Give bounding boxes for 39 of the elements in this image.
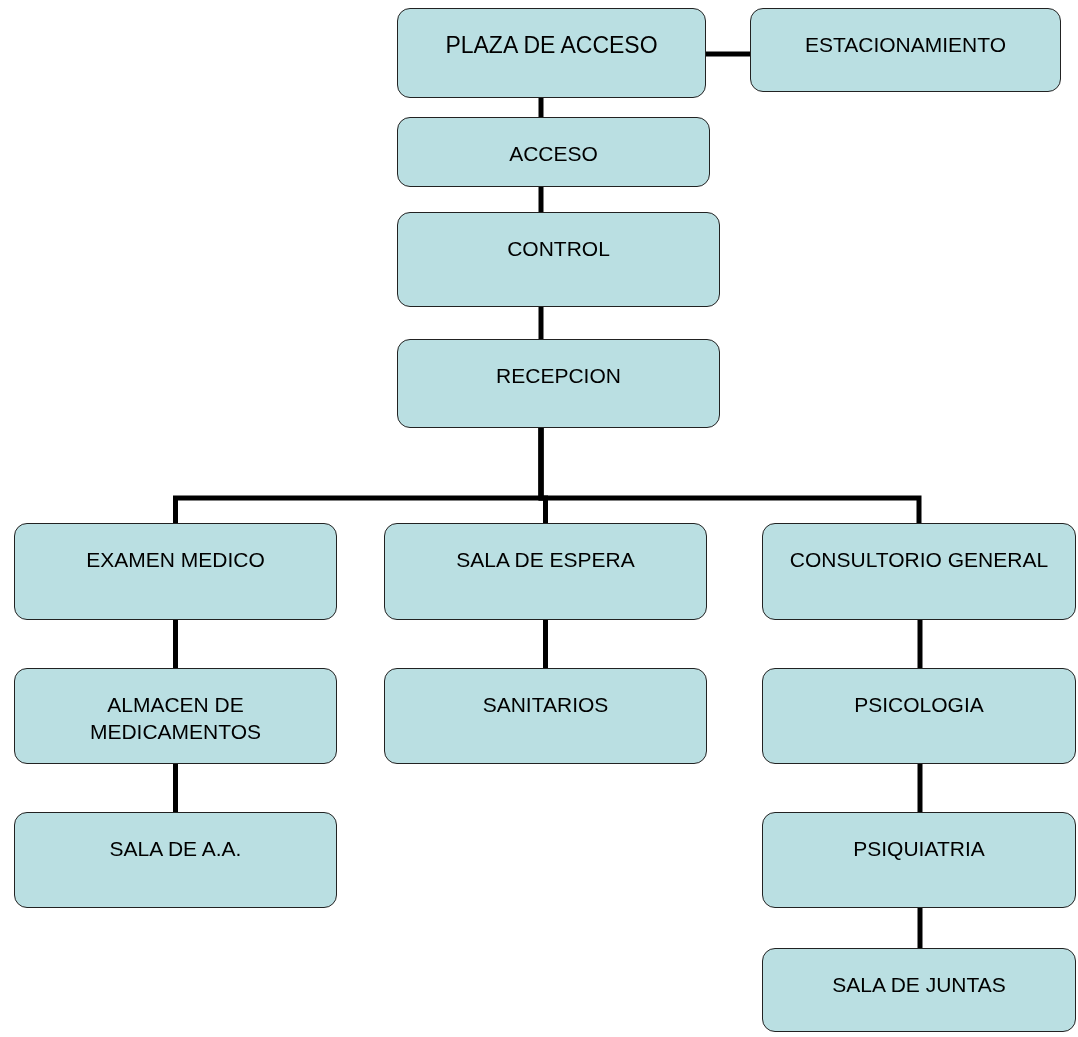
connector-line bbox=[173, 620, 178, 668]
room-box bbox=[762, 812, 1076, 908]
room-box bbox=[14, 812, 337, 908]
room-box bbox=[384, 523, 707, 620]
room-box bbox=[14, 668, 337, 764]
connector-line bbox=[538, 307, 544, 339]
room-label: SANITARIOS bbox=[481, 692, 610, 718]
room-label: SALA DE ESPERA bbox=[455, 547, 636, 573]
room-label: ACCESO bbox=[508, 141, 599, 167]
room-label: ALMACEN DE MEDICAMENTOS bbox=[88, 692, 263, 746]
room-label: ESTACIONAMIENTO bbox=[803, 32, 1008, 58]
room-box bbox=[397, 8, 706, 98]
room-label: CONTROL bbox=[506, 236, 611, 262]
connector-line bbox=[538, 98, 544, 117]
room-label: PSIQUIATRIA bbox=[852, 836, 986, 862]
room-label: RECEPCION bbox=[495, 363, 622, 389]
room-label: CONSULTORIO GENERAL bbox=[788, 547, 1050, 573]
connector-line bbox=[543, 620, 548, 668]
room-box bbox=[762, 668, 1076, 764]
connector-line bbox=[173, 764, 178, 812]
connector-line bbox=[917, 764, 923, 812]
room-box bbox=[384, 668, 707, 764]
room-box bbox=[397, 339, 720, 428]
room-label: PLAZA DE ACCESO bbox=[444, 31, 659, 60]
room-label: SALA DE JUNTAS bbox=[831, 972, 1007, 998]
connector-line bbox=[538, 428, 922, 523]
room-box bbox=[750, 8, 1061, 92]
connector-line bbox=[538, 187, 544, 212]
room-label: SALA DE A.A. bbox=[108, 836, 243, 862]
room-box bbox=[397, 212, 720, 307]
connector-line bbox=[706, 51, 750, 57]
connector-line bbox=[917, 620, 923, 668]
room-box bbox=[397, 117, 710, 187]
room-label: PSICOLOGIA bbox=[853, 692, 985, 718]
room-label: EXAMEN MEDICO bbox=[85, 547, 266, 573]
connector-line bbox=[917, 908, 923, 948]
room-box bbox=[762, 523, 1076, 620]
room-box bbox=[762, 948, 1076, 1032]
room-box bbox=[14, 523, 337, 620]
